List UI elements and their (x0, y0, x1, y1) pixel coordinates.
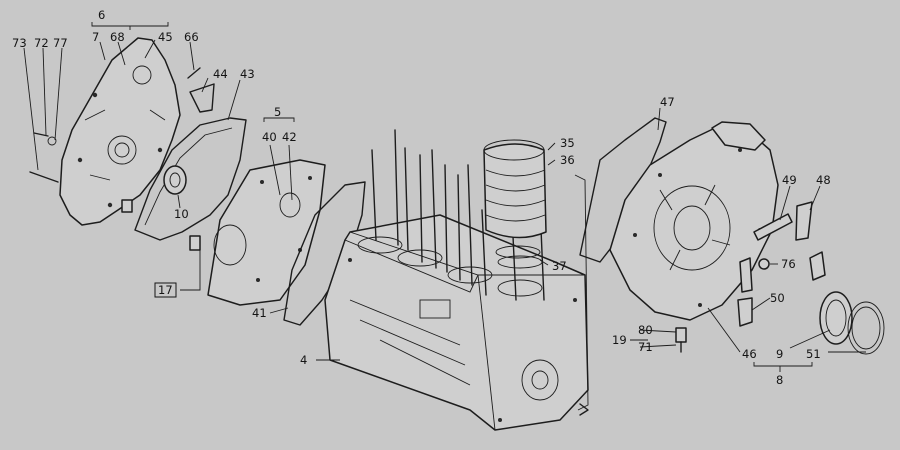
label-36: 36 (560, 153, 575, 167)
label-50: 50 (770, 291, 785, 305)
oil-seal (163, 165, 187, 195)
cylinder-liner (483, 139, 547, 239)
cover-bolts (29, 132, 59, 183)
label-49: 49 (782, 173, 797, 187)
label-71: 71 (638, 340, 653, 354)
label-47: 47 (660, 95, 675, 109)
label-80: 80 (638, 323, 653, 337)
bracket-parts (187, 67, 215, 113)
label-45: 45 (158, 30, 173, 44)
label-19: 19 (612, 333, 627, 347)
label-37: 37 (552, 259, 567, 273)
label-40: 40 (262, 130, 277, 144)
label-76: 76 (781, 257, 796, 271)
label-17-box (154, 282, 177, 298)
timing-cover-gasket (134, 117, 247, 241)
label-72: 72 (34, 36, 49, 50)
front-timing-cover (59, 37, 181, 226)
label-10: 10 (174, 207, 189, 221)
clips (121, 199, 201, 251)
liner-o-rings (495, 245, 543, 269)
label-44: 44 (213, 67, 228, 81)
drain-plug (675, 327, 687, 353)
callout-labels: 6 73 72 77 7 68 45 66 44 43 5 40 42 10 1… (12, 8, 831, 387)
label-9: 9 (776, 347, 783, 361)
label-73: 73 (12, 36, 27, 50)
label-46: 46 (742, 347, 757, 361)
label-41: 41 (252, 306, 267, 320)
front-plate (207, 159, 326, 306)
flywheel-housing (609, 121, 779, 321)
label-17: 17 (158, 283, 173, 297)
label-51: 51 (806, 347, 821, 361)
label-77: 77 (53, 36, 68, 50)
rear-seal-assembly (819, 291, 885, 355)
label-66: 66 (184, 30, 199, 44)
plate-gasket (283, 181, 366, 326)
cover-plates (737, 201, 826, 327)
label-7: 7 (92, 30, 99, 44)
label-48: 48 (816, 173, 831, 187)
label-5: 5 (274, 105, 281, 119)
label-6: 6 (98, 8, 105, 22)
label-68: 68 (110, 30, 125, 44)
label-43: 43 (240, 67, 255, 81)
label-35: 35 (560, 136, 575, 150)
label-4: 4 (300, 353, 307, 367)
engine-block (324, 214, 589, 431)
label-8: 8 (776, 373, 783, 387)
assembly-arrow (574, 174, 589, 416)
label-42: 42 (282, 130, 297, 144)
leader-lines (23, 22, 866, 372)
